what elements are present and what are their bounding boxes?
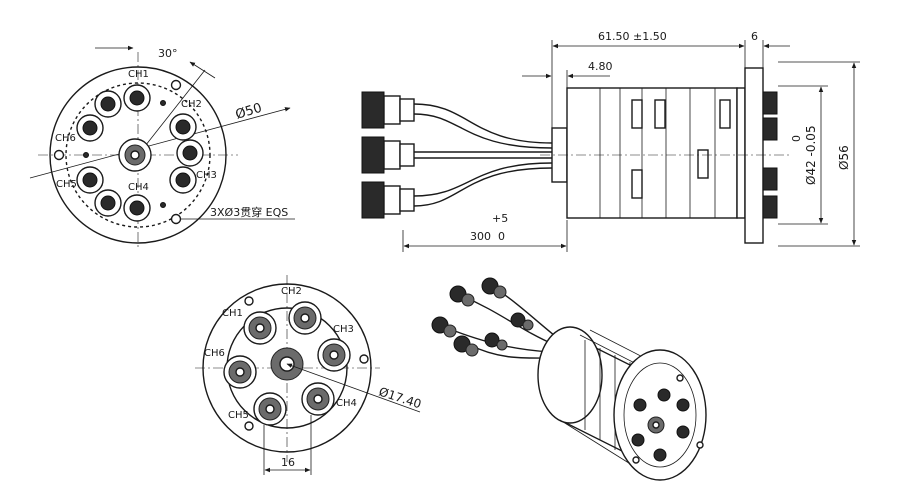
- rear-ch1: CH1: [222, 308, 243, 319]
- length-dim: 61.50 ±1.50: [598, 30, 667, 43]
- cable-tol-lower: 0: [498, 230, 505, 243]
- front-connectors: [76, 84, 204, 222]
- rear-ch5: CH5: [228, 410, 249, 421]
- rear-ch3: CH3: [333, 324, 354, 335]
- hole-note: 3XØ3贯穿 EQS: [210, 205, 288, 219]
- bore-tol: 0: [790, 135, 803, 142]
- rear-ch4: CH4: [336, 398, 357, 409]
- front-view: 30° Ø50 3XØ3贯穿 EQS CH1 CH2 CH3 CH4 CH5 C…: [29, 45, 295, 250]
- rear-ch6: CH6: [204, 348, 225, 359]
- offset-dim: 4.80: [588, 60, 613, 73]
- front-ch3: CH3: [196, 170, 217, 181]
- rear-ch2: CH2: [281, 286, 302, 297]
- front-ch5: CH5: [56, 179, 77, 190]
- front-ch1: CH1: [128, 69, 149, 80]
- front-ch4: CH4: [128, 182, 149, 193]
- cable-tol-upper: +5: [492, 212, 508, 225]
- cable-connectors: [361, 91, 415, 219]
- pcd-dim: Ø17.40: [377, 385, 423, 412]
- outer-dim: Ø56: [837, 145, 851, 170]
- rear-view: CH1 CH2 CH3 CH4 CH5 CH6 Ø17.40 16: [195, 275, 423, 475]
- front-ch2: CH2: [181, 99, 202, 110]
- spacing-dim: 16: [281, 456, 295, 469]
- isometric-view: [431, 277, 707, 481]
- diameter-label: Ø50: [234, 101, 264, 123]
- bore-dim: Ø42 -0.05: [804, 125, 818, 185]
- flange-dim: 6: [751, 30, 758, 43]
- rear-connectors: [223, 301, 351, 426]
- angle-label: 30°: [158, 47, 178, 60]
- side-view: 61.50 ±1.50 6 4.80 +5 300 0 0 Ø42 -0.05 …: [361, 30, 860, 252]
- cable-length: 300: [470, 230, 491, 243]
- front-ch6: CH6: [55, 133, 76, 144]
